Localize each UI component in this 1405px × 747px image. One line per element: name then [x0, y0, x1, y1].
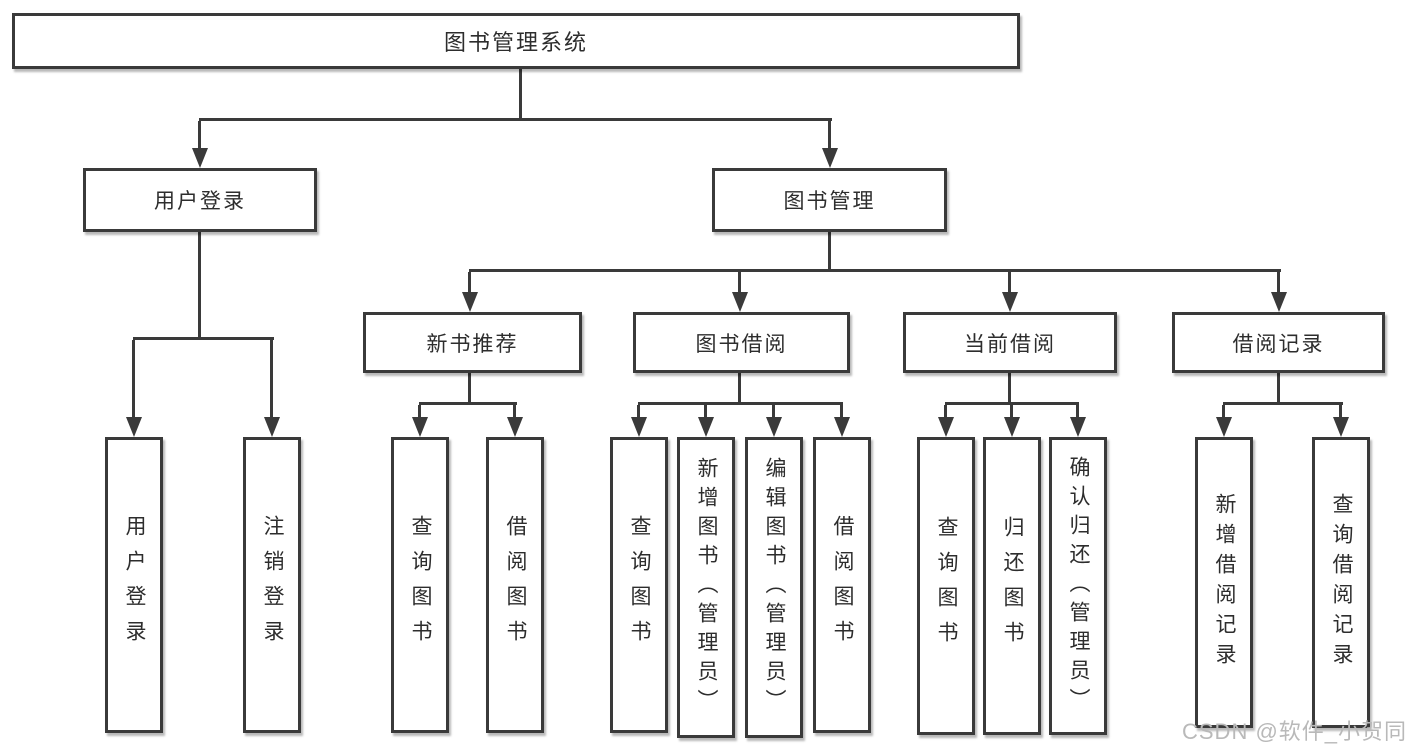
arrowhead-recommend-leaf2 [507, 417, 523, 437]
leaf-borrow-query-books: 查询图书 [610, 437, 668, 733]
arrowhead-records [1271, 292, 1287, 312]
connector-current-bus [945, 402, 1079, 405]
leaf-logout: 注销登录 [243, 437, 301, 733]
arrowhead-records-leaf1 [1216, 417, 1232, 437]
leaf-records-query-borrow-record: 查询借阅记录 [1312, 437, 1370, 728]
connector-borrow-leaf2-drop [704, 405, 707, 419]
arrowhead-records-leaf2 [1333, 417, 1349, 437]
connector-borrow-bus [638, 402, 843, 405]
arrowhead-borrow-leaf4 [834, 417, 850, 437]
connector-current-leaf2-drop [1010, 405, 1013, 419]
arrowhead-current-leaf3 [1070, 417, 1086, 437]
connector-borrow-drop [738, 272, 741, 294]
node-root-label: 图书管理系统 [443, 30, 588, 55]
arrowhead-recommend [462, 292, 478, 312]
leaf-borrow-edit-books-admin: 编辑图书（管理员） [745, 437, 803, 738]
arrowhead-book-mgmt [822, 148, 838, 168]
leaf-logout-label: 注销登录 [261, 515, 284, 655]
connector-level3-bus [469, 269, 1281, 272]
node-book-management: 图书管理 [712, 168, 947, 232]
connector-book-mgmt-drop [828, 121, 831, 150]
leaf-current-query-books: 查询图书 [917, 437, 975, 735]
leaf-user-login-label: 用户登录 [123, 515, 146, 655]
leaf-current-confirm-return-admin: 确认归还（管理员） [1049, 437, 1107, 735]
node-new-book-recommendation: 新书推荐 [363, 312, 582, 373]
connector-borrow-leaf4-drop [840, 405, 843, 419]
leaf-records-query-borrow-record-label: 查询借阅记录 [1330, 492, 1353, 673]
leaf-recommend-query-books-label: 查询图书 [409, 515, 432, 655]
leaf-borrow-add-books-admin-label: 新增图书（管理员） [695, 457, 718, 718]
node-book-management-label: 图书管理 [783, 190, 876, 213]
leaf-user-login: 用户登录 [105, 437, 163, 733]
arrowhead-borrow-leaf1 [631, 417, 647, 437]
connector-recommend-bus [419, 402, 517, 405]
leaf-current-return-books-label: 归还图书 [1001, 516, 1024, 656]
leaf-borrow-query-books-label: 查询图书 [628, 515, 651, 655]
connector-records-leaf2-drop [1339, 405, 1342, 419]
node-user-login: 用户登录 [83, 168, 317, 232]
node-borrowing-records-label: 借阅记录 [1232, 332, 1325, 356]
connector-recommend-leaf2-drop [513, 405, 516, 419]
connector-level2-bus [199, 118, 832, 121]
arrowhead-borrow [732, 292, 748, 312]
leaf-borrow-add-books-admin: 新增图书（管理员） [677, 437, 735, 738]
arrowhead-user-login [192, 148, 208, 168]
node-new-book-recommendation-label: 新书推荐 [426, 332, 519, 356]
connector-recommend-drop [468, 272, 471, 294]
leaf-borrow-borrow-books: 借阅图书 [813, 437, 871, 733]
connector-login-leaf1-drop [132, 340, 135, 419]
connector-recommend-leaf1-drop [418, 405, 421, 419]
leaf-current-confirm-return-admin-label: 确认归还（管理员） [1067, 455, 1090, 717]
node-current-borrowing-label: 当前借阅 [964, 332, 1056, 356]
connector-records-stem [1277, 373, 1280, 405]
connector-recommend-stem [468, 373, 471, 405]
leaf-records-add-borrow-record: 新增借阅记录 [1195, 437, 1253, 728]
node-borrowing-records: 借阅记录 [1172, 312, 1385, 373]
node-book-borrowing: 图书借阅 [633, 312, 850, 373]
arrowhead-borrow-leaf3 [766, 417, 782, 437]
leaf-recommend-query-books: 查询图书 [391, 437, 449, 733]
connector-root-stem [519, 69, 522, 121]
connector-borrow-leaf3-drop [772, 405, 775, 419]
arrowhead-current-leaf1 [938, 417, 954, 437]
connector-records-bus [1223, 402, 1343, 405]
connector-current-leaf3-drop [1076, 405, 1079, 419]
connector-current-stem [1008, 373, 1011, 405]
leaf-current-return-books: 归还图书 [983, 437, 1041, 735]
connector-login-leaf2-drop [270, 340, 273, 419]
node-current-borrowing: 当前借阅 [903, 312, 1117, 373]
leaf-records-add-borrow-record-label: 新增借阅记录 [1213, 492, 1236, 673]
csdn-watermark: CSDN @软件_小贺同学 [1182, 719, 1405, 744]
connector-user-login-drop [198, 121, 201, 150]
leaf-recommend-borrow-books-label: 借阅图书 [504, 515, 527, 655]
arrowhead-recommend-leaf1 [412, 417, 428, 437]
connector-borrow-stem [738, 373, 741, 405]
connector-mgmt-stem [828, 232, 831, 272]
leaf-recommend-borrow-books: 借阅图书 [486, 437, 544, 733]
node-root: 图书管理系统 [12, 13, 1020, 69]
connector-records-leaf1-drop [1222, 405, 1225, 419]
connector-current-leaf1-drop [944, 405, 947, 419]
connector-records-drop [1277, 272, 1280, 294]
arrowhead-login-leaf2 [264, 417, 280, 437]
arrowhead-login-leaf1 [126, 417, 142, 437]
connector-login-bus [133, 337, 274, 340]
leaf-borrow-edit-books-admin-label: 编辑图书（管理员） [763, 457, 786, 718]
connector-borrow-leaf1-drop [637, 405, 640, 419]
arrowhead-current [1002, 292, 1018, 312]
connector-current-drop [1008, 272, 1011, 294]
arrowhead-borrow-leaf2 [698, 417, 714, 437]
leaf-current-query-books-label: 查询图书 [935, 516, 958, 656]
leaf-borrow-borrow-books-label: 借阅图书 [831, 515, 854, 655]
node-book-borrowing-label: 图书借阅 [695, 332, 788, 356]
arrowhead-current-leaf2 [1004, 417, 1020, 437]
connector-login-stem [198, 232, 201, 340]
node-user-login-label: 用户登录 [154, 190, 246, 213]
